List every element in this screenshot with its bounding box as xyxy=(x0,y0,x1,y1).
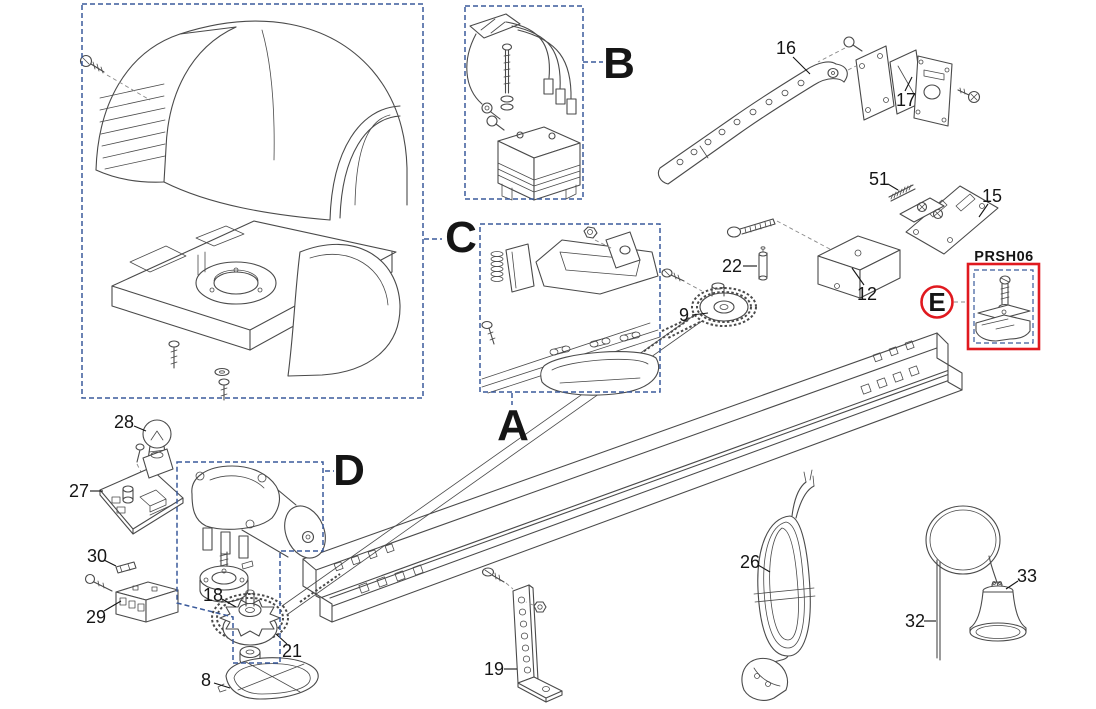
idler-sprocket-drawing xyxy=(659,268,757,339)
assembly-box-b xyxy=(464,5,584,200)
highlighted-part-inner-box xyxy=(973,269,1034,344)
part-label-18[interactable]: 18 xyxy=(202,585,224,605)
bracket-12-drawing xyxy=(817,235,901,299)
spring-51-drawing xyxy=(888,184,916,202)
assembly-label-b: B xyxy=(603,39,635,88)
assembly-box-c xyxy=(81,3,424,399)
part-label-16[interactable]: 16 xyxy=(775,38,797,58)
pin-drawing xyxy=(758,246,768,281)
housing-cover-drawing xyxy=(79,20,408,221)
bell-handle-drawing xyxy=(969,581,1027,642)
assembly-label-a: A xyxy=(497,401,529,450)
trolley-assembly-drawing xyxy=(481,226,661,396)
assembly-boxes xyxy=(81,3,967,664)
wire-harness-drawing xyxy=(466,13,577,131)
assembly-label-d: D xyxy=(333,446,365,495)
part-label-51[interactable]: 51 xyxy=(868,169,890,189)
assembly-label-c: C xyxy=(445,213,477,262)
sprocket-chain-drawing xyxy=(211,589,289,667)
part-label-9[interactable]: 9 xyxy=(678,305,690,325)
part-label-17[interactable]: 17 xyxy=(895,90,917,110)
chain-guard-drawing xyxy=(217,657,319,700)
power-cord-drawing xyxy=(741,469,816,701)
assembly-box-a xyxy=(479,223,661,393)
part-label-26[interactable]: 26 xyxy=(739,552,761,572)
l-bracket-19-drawing xyxy=(481,567,563,703)
bulb-drawing xyxy=(135,419,172,477)
part-label-33[interactable]: 33 xyxy=(1016,566,1038,586)
part-label-32[interactable]: 32 xyxy=(904,611,926,631)
transformer-drawing xyxy=(497,126,581,201)
curved-arm-drawing xyxy=(657,61,848,185)
circuit-board-drawing xyxy=(99,448,184,535)
highlighted-part-drawing xyxy=(975,275,1031,342)
part-label-30[interactable]: 30 xyxy=(86,546,108,566)
chassis-base-drawing xyxy=(111,220,401,401)
bolt-drawing xyxy=(726,218,842,256)
part-label-27[interactable]: 27 xyxy=(68,481,90,501)
bracket-15-drawing xyxy=(899,185,999,255)
part-label-28[interactable]: 28 xyxy=(113,412,135,432)
part-leader-lines xyxy=(90,56,1019,689)
assembly-label-e: E xyxy=(928,287,946,317)
highlighted-part-box[interactable] xyxy=(966,262,1041,351)
bracket-17-drawing xyxy=(817,36,981,127)
highlighted-part-code[interactable]: PRSH06 xyxy=(974,248,1034,265)
part-label-29[interactable]: 29 xyxy=(85,607,107,627)
part-label-19[interactable]: 19 xyxy=(483,659,505,679)
part-label-8[interactable]: 8 xyxy=(200,670,212,690)
fuse-drawing xyxy=(115,561,137,574)
highlight-letter-circle xyxy=(920,285,954,319)
assembly-box-d xyxy=(176,461,324,664)
part-label-22[interactable]: 22 xyxy=(721,256,743,276)
rail-drawing xyxy=(302,332,963,623)
motor-drawing xyxy=(191,465,326,559)
part-label-15[interactable]: 15 xyxy=(981,186,1003,206)
switch-block-drawing xyxy=(84,573,179,623)
drive-shaft-flange-drawing xyxy=(199,551,254,603)
pull-cord-drawing xyxy=(925,505,1001,661)
part-label-12[interactable]: 12 xyxy=(856,284,878,304)
part-label-21[interactable]: 21 xyxy=(281,641,303,661)
